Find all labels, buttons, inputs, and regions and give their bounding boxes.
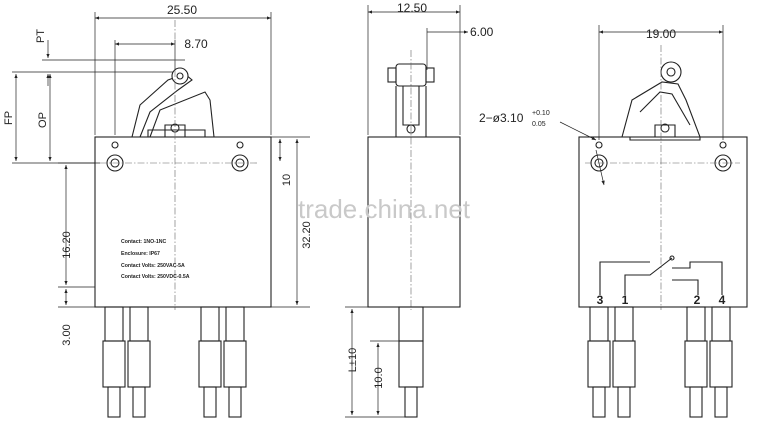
front-terminals [102, 306, 247, 418]
label-line-4: Contact Volts: 250VDC-0.5A [121, 274, 190, 280]
dim-side-lever: 6.00 [470, 25, 494, 39]
dim-height-body: 32.20 [301, 221, 313, 249]
dim-width-total: 25.50 [167, 3, 197, 17]
contact-schematic [599, 255, 723, 295]
dim-side-width: 12.50 [397, 1, 427, 15]
side-view: 12.50 6.00 L±10 10.0 [345, 1, 494, 418]
dim-terminal-len: 10.0 [373, 367, 385, 388]
pin-label-2: 2 [694, 293, 701, 307]
front-body [94, 136, 272, 308]
dim-pt: PT [35, 29, 47, 43]
label-line-2: Enclosure: IP67 [121, 251, 160, 257]
dim-small: 10 [281, 174, 293, 186]
dim-hole-tol-minus: 0.05 [532, 121, 546, 128]
pin-label-1: 1 [622, 293, 629, 307]
pin-label-3: 3 [597, 293, 604, 307]
back-view: 19.00 2−ø3.10 +0.10 0.05 [479, 25, 748, 418]
dim-fp: FP [3, 111, 15, 125]
dim-back-width: 19.00 [646, 27, 676, 41]
back-body [578, 136, 748, 308]
pin-label-4: 4 [719, 293, 726, 307]
dim-hole-tol-plus: +0.10 [532, 110, 550, 117]
watermark-text: trade.china.net [298, 194, 471, 224]
dim-lever-offset: 8.70 [184, 37, 208, 51]
dim-hole-spec: 2−ø3.10 [479, 111, 524, 125]
dim-terminal-tol: L±10 [347, 348, 359, 372]
dim-hole-height: 16.20 [61, 231, 73, 259]
dim-mount-gap: 3.00 [61, 324, 73, 345]
front-view: 25.50 8.70 PT FP OP Contac [3, 3, 313, 418]
label-line-1: Contact: 1NO-1NC [121, 239, 167, 245]
label-line-3: Contact Volts: 250VAC-5A [121, 263, 185, 269]
back-terminals [587, 306, 733, 418]
dim-op: OP [37, 112, 49, 128]
